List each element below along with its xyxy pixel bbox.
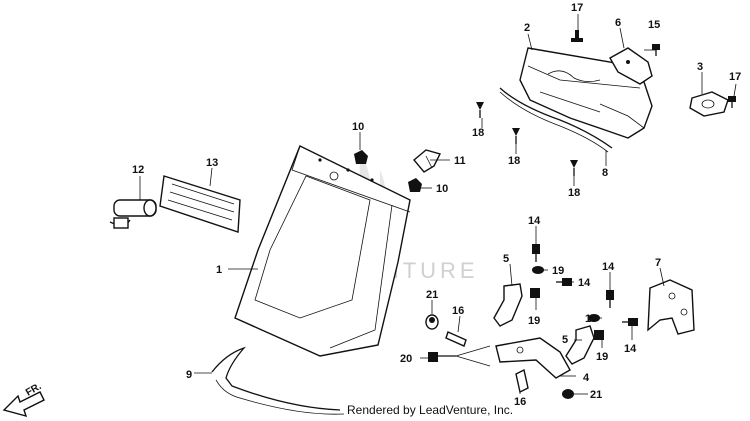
bolt-part-16a: [445, 331, 467, 347]
damper-part-19d: [594, 330, 604, 340]
molding-strip-part-8: [499, 87, 613, 153]
credit-text: Rendered by LeadVenture, Inc.: [347, 403, 513, 417]
leader-lines: [139, 14, 737, 395]
damper-part-19c: [588, 314, 600, 322]
callout-11: 11: [454, 155, 466, 167]
bolt-part-14d: [622, 318, 638, 326]
callout-21b: 21: [590, 389, 602, 401]
callout-16a: 16: [452, 305, 464, 317]
callout-10b: 10: [436, 183, 448, 195]
screw-part-15: [652, 44, 660, 56]
callout-14c: 14: [602, 261, 615, 273]
clip-part-11: [413, 149, 442, 173]
screw-part-17a: [571, 30, 583, 42]
stay-part-7: [647, 279, 695, 335]
callout-5b: 5: [562, 334, 568, 346]
nut-part-10a: [354, 150, 368, 164]
callout-3: 3: [697, 61, 703, 73]
bolt-part-16b: [515, 368, 529, 394]
callout-19a: 19: [552, 265, 564, 277]
callout-19d: 19: [596, 351, 608, 363]
callout-6: 6: [615, 17, 621, 29]
lock-part-12: [109, 199, 157, 229]
collar-part-21b: [562, 389, 574, 399]
callout-21a: 21: [426, 289, 438, 301]
clip-part-18c: [570, 160, 578, 176]
callout-18b: 18: [508, 155, 520, 167]
bracket-part-6: [609, 47, 653, 85]
callout-4: 4: [583, 372, 590, 384]
damper-part-19a: [532, 266, 544, 274]
callout-7: 7: [655, 257, 661, 269]
callout-14b: 14: [578, 277, 591, 289]
callout-10a: 10: [352, 121, 364, 133]
nut-part-10b: [408, 178, 422, 192]
callout-16b: 16: [514, 396, 526, 408]
bracket-part-5b: [565, 325, 595, 365]
grille-part-13: [159, 175, 241, 233]
callout-13: 13: [206, 157, 218, 169]
clip-part-18a: [476, 102, 484, 118]
callout-19b: 19: [528, 315, 540, 327]
callout-labels: 1 2 3 4 5 5 6 7 8 9 10 10 11 12 13 14 14…: [132, 2, 741, 408]
lower-molding-part-9: [211, 346, 345, 415]
callout-15: 15: [648, 19, 660, 31]
callout-18c: 18: [568, 187, 580, 199]
callout-20: 20: [400, 353, 412, 365]
callout-8: 8: [602, 167, 608, 179]
bolt-part-14a: [532, 244, 540, 262]
callout-17b: 17: [729, 71, 741, 83]
collar-part-21a: [425, 314, 439, 330]
screw-part-17b: [728, 96, 736, 108]
bolt-part-20: [428, 352, 456, 362]
callout-2: 2: [524, 22, 530, 34]
callout-14d: 14: [624, 343, 637, 355]
front-direction-arrow-icon: FR.: [2, 381, 45, 418]
callout-14a: 14: [528, 215, 541, 227]
plate-part-3: [689, 91, 729, 117]
callout-19c: 19: [585, 313, 597, 325]
bolt-part-14c: [606, 290, 614, 308]
callout-5a: 5: [503, 253, 509, 265]
bracket-part-5a: [493, 283, 523, 327]
damper-part-19b: [530, 288, 540, 298]
front-cover-part-1: [234, 145, 411, 357]
clip-part-18b: [512, 128, 520, 144]
callout-18a: 18: [472, 127, 484, 139]
callout-17a: 17: [571, 2, 583, 14]
callout-9: 9: [186, 369, 192, 381]
stay-part-4: [495, 337, 571, 379]
callout-1: 1: [216, 264, 222, 276]
callout-12: 12: [132, 164, 144, 176]
